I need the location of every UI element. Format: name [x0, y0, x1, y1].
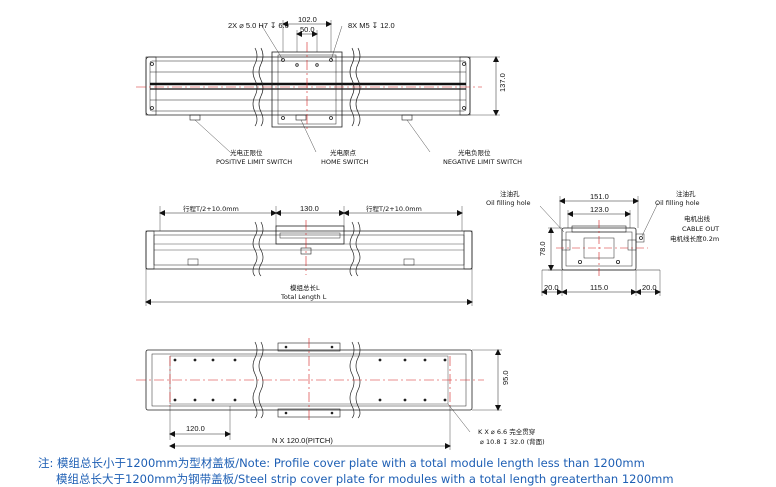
- bottom-view-holes: [173, 345, 447, 415]
- end-dim-20-left: 20.0: [544, 283, 559, 292]
- cable-length: 电机线长度0.2m: [670, 234, 719, 243]
- cable-out-cn: 电机出线: [684, 214, 711, 223]
- mount-hole-spec-1: K X ⌀ 6.6 完全贯穿: [478, 427, 535, 436]
- oil-hole-left-cn: 注油孔: [500, 189, 520, 198]
- dim-102: 102.0: [298, 15, 317, 24]
- center-dim-130: 130.0: [300, 204, 319, 213]
- end-dim-115: 115.0: [590, 283, 608, 292]
- end-dim-123: 123.0: [590, 205, 609, 214]
- dim-137: 137.0: [498, 73, 507, 92]
- total-length-cn: 模组总长L: [290, 283, 320, 292]
- oil-hole-right-cn: 注油孔: [676, 189, 696, 198]
- mount-hole-spec-2: ⌀ 10.8 ↧ 32.0 (背面): [480, 437, 545, 446]
- positive-limit-en: POSITIVE LIMIT SWITCH: [216, 158, 292, 166]
- stroke-right-label: 行程T/2+10.0mm: [366, 204, 422, 213]
- hole-spec-right: 8X M5 ↧ 12.0: [348, 21, 395, 30]
- end-view: [539, 196, 661, 296]
- note-line-2: 模组总长大于1200mm为钢带盖板/Steel strip cover plat…: [56, 472, 674, 486]
- total-length-en: Total Length L: [280, 293, 327, 301]
- bottom-dim-120: 120.0: [186, 424, 205, 433]
- pitch-label: N X 120.0(PITCH): [272, 436, 333, 445]
- negative-limit-cn: 光电负限位: [458, 148, 491, 157]
- side-view: [145, 206, 473, 306]
- home-switch-cn: 光电原点: [330, 148, 357, 157]
- hole-spec-left: 2X ⌀ 5.0 H7 ↧ 6.0: [228, 21, 289, 30]
- negative-limit-en: NEGATIVE LIMIT SWITCH: [443, 158, 522, 166]
- cable-out-en: CABLE OUT: [682, 225, 719, 233]
- note-line-1: 注: 模组总长小于1200mm为型材盖板/Note: Profile cover…: [38, 456, 645, 470]
- end-dim-20-right: 20.0: [642, 283, 657, 292]
- top-view-centerlines: [136, 42, 482, 132]
- end-dim-151: 151.0: [590, 192, 609, 201]
- end-dim-78: 78.0: [538, 241, 547, 256]
- oil-hole-right-en: Oil filling hole: [655, 199, 700, 207]
- bottom-view-centerlines: [136, 338, 484, 422]
- dim-50: 50.0: [300, 25, 315, 34]
- home-switch-en: HOME SWITCH: [321, 158, 368, 166]
- oil-hole-left-en: Oil filling hole: [486, 199, 531, 207]
- bottom-dim-95: 95.0: [501, 370, 510, 385]
- positive-limit-cn: 光电正限位: [230, 148, 263, 157]
- stroke-left-label: 行程T/2+10.0mm: [183, 204, 239, 213]
- end-view-centerlines: [556, 220, 648, 276]
- top-view: [145, 20, 500, 153]
- bottom-view: [145, 341, 502, 450]
